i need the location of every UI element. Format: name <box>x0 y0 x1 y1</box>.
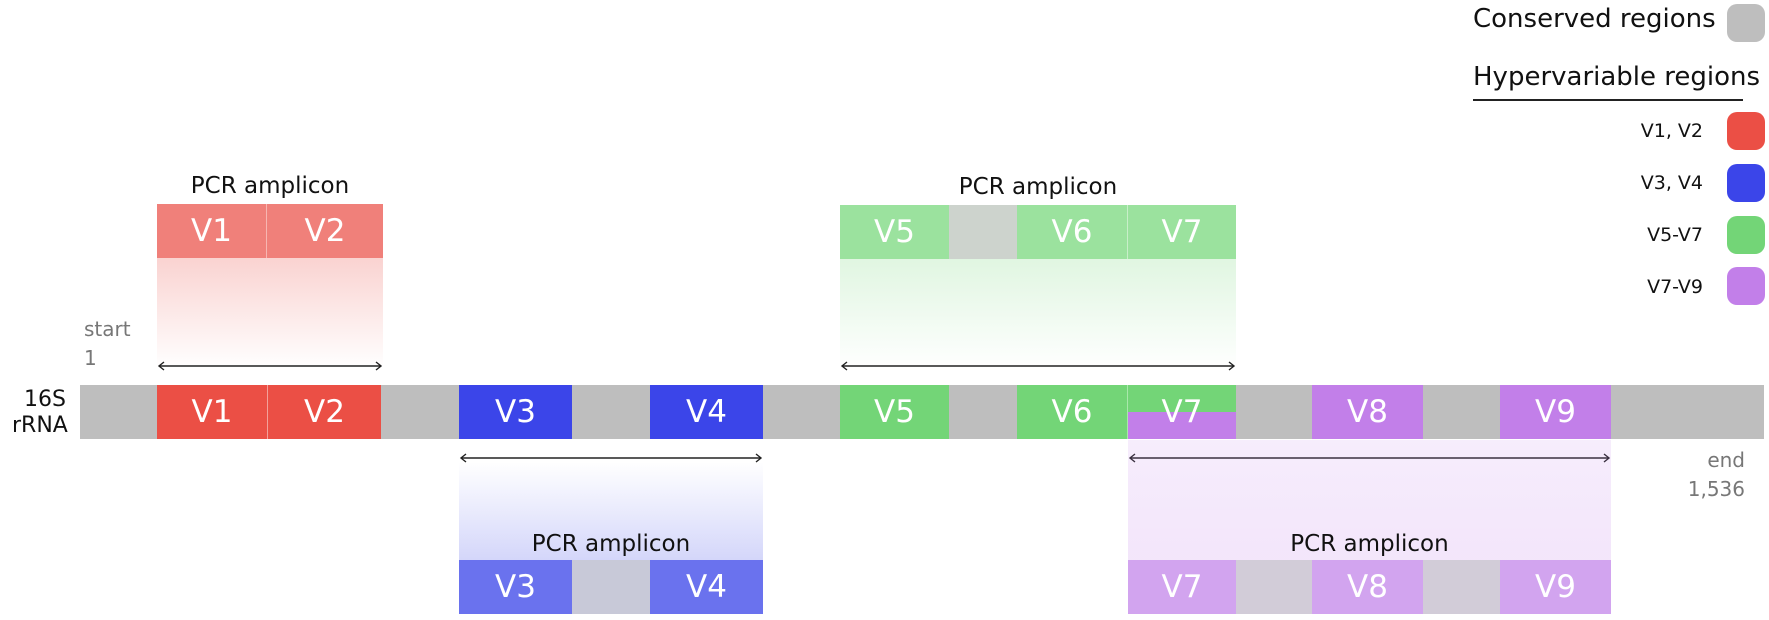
region-v1: V1 <box>157 385 268 439</box>
region-v7-purple-half <box>1128 412 1236 439</box>
legend-conserved-swatch <box>1727 4 1765 42</box>
region-v6: V6 <box>1017 385 1128 439</box>
legend-item-v7-v9-swatch <box>1727 267 1765 305</box>
amplicon-v7-v9-projection <box>1128 440 1611 560</box>
strand-label-line2: rRNA <box>12 413 68 438</box>
legend-divider <box>1473 99 1743 101</box>
strand-label-line1: 16S <box>24 387 66 412</box>
legend-item-v3-v4-swatch <box>1727 164 1765 202</box>
start-position-label: start 1 <box>84 315 131 373</box>
amplicon-v3-v4-region-v3: V3 <box>459 560 572 614</box>
amplicon-v7-v9-conserved <box>1236 560 1312 614</box>
amplicon-v5-v7-span-arrow <box>840 360 1236 372</box>
legend-item-v3-v4-label: V3, V4 <box>1640 172 1703 194</box>
region-v3: V3 <box>459 385 572 439</box>
amplicon-v1-v2-region-v1: V1 <box>157 204 267 258</box>
legend-item-v5-v7-swatch <box>1727 216 1765 254</box>
amplicon-v5-v7-conserved <box>949 205 1017 259</box>
conserved-segment <box>949 385 1017 439</box>
rrna-strand: V1 V2 V3 V4 V5 V6 V7 V8 V9 <box>80 385 1764 439</box>
end-position-label: end 1,536 <box>1688 446 1745 504</box>
strand-label: 16S rRNA <box>12 387 68 439</box>
amplicon-v7-v9-title: PCR amplicon <box>1290 531 1449 557</box>
end-label: end <box>1707 448 1745 472</box>
end-value: 1,536 <box>1687 477 1745 501</box>
region-v5: V5 <box>840 385 949 439</box>
amplicon-v7-v9-region-v8: V8 <box>1312 560 1423 614</box>
region-v2: V2 <box>268 385 381 439</box>
legend-item-v1-v2-label: V1, V2 <box>1640 120 1703 142</box>
region-v8: V8 <box>1312 385 1423 439</box>
conserved-segment <box>572 385 650 439</box>
amplicon-v7-v9: V7 V8 V9 <box>1128 560 1611 614</box>
amplicon-v5-v7-region-v6: V6 <box>1017 205 1128 259</box>
amplicon-v1-v2: V1 V2 <box>157 204 383 258</box>
region-v9: V9 <box>1500 385 1611 439</box>
conserved-segment <box>1423 385 1500 439</box>
amplicon-v1-v2-region-v2: V2 <box>267 204 383 258</box>
amplicon-v7-v9-conserved <box>1423 560 1500 614</box>
region-v7: V7 <box>1161 394 1203 430</box>
region-v7-overlap: V7 <box>1128 385 1236 439</box>
amplicon-v5-v7-title: PCR amplicon <box>958 174 1118 200</box>
amplicon-v3-v4-region-v4: V4 <box>650 560 763 614</box>
start-value: 1 <box>84 346 97 370</box>
region-v4: V4 <box>650 385 763 439</box>
amplicon-v7-v9-span-arrow <box>1128 452 1611 464</box>
amplicon-v3-v4-projection <box>459 462 763 560</box>
amplicon-v3-v4: V3 V4 <box>459 560 763 614</box>
amplicon-v3-v4-conserved <box>572 560 650 614</box>
legend-item-v1-v2-swatch <box>1727 112 1765 150</box>
amplicon-v7-v9-region-v9: V9 <box>1500 560 1611 614</box>
amplicon-v3-v4-title: PCR amplicon <box>531 531 691 557</box>
region-v7-green-half <box>1128 385 1236 412</box>
legend-item-v5-v7-label: V5-V7 <box>1647 224 1703 246</box>
amplicon-v5-v7-projection <box>840 259 1236 369</box>
amplicon-v3-v4-span-arrow <box>459 452 763 464</box>
amplicon-v5-v7-region-v5: V5 <box>840 205 949 259</box>
conserved-segment <box>80 385 157 439</box>
conserved-segment <box>1236 385 1312 439</box>
amplicon-v5-v7: V5 V6 V7 <box>840 205 1236 259</box>
conserved-segment <box>381 385 459 439</box>
amplicon-v1-v2-title: PCR amplicon <box>190 173 350 199</box>
amplicon-v7-v9-region-v7: V7 <box>1128 560 1236 614</box>
legend-item-v7-v9-label: V7-V9 <box>1647 276 1703 298</box>
legend-hypervariable-title: Hypervariable regions <box>1473 62 1761 92</box>
start-label: start <box>84 317 131 341</box>
amplicon-v1-v2-projection <box>157 258 383 368</box>
amplicon-v1-v2-span-arrow <box>157 360 383 372</box>
conserved-segment <box>763 385 840 439</box>
amplicon-v5-v7-region-v7: V7 <box>1128 205 1236 259</box>
legend-conserved-label: Conserved regions <box>1473 4 1716 34</box>
conserved-segment <box>1611 385 1764 439</box>
